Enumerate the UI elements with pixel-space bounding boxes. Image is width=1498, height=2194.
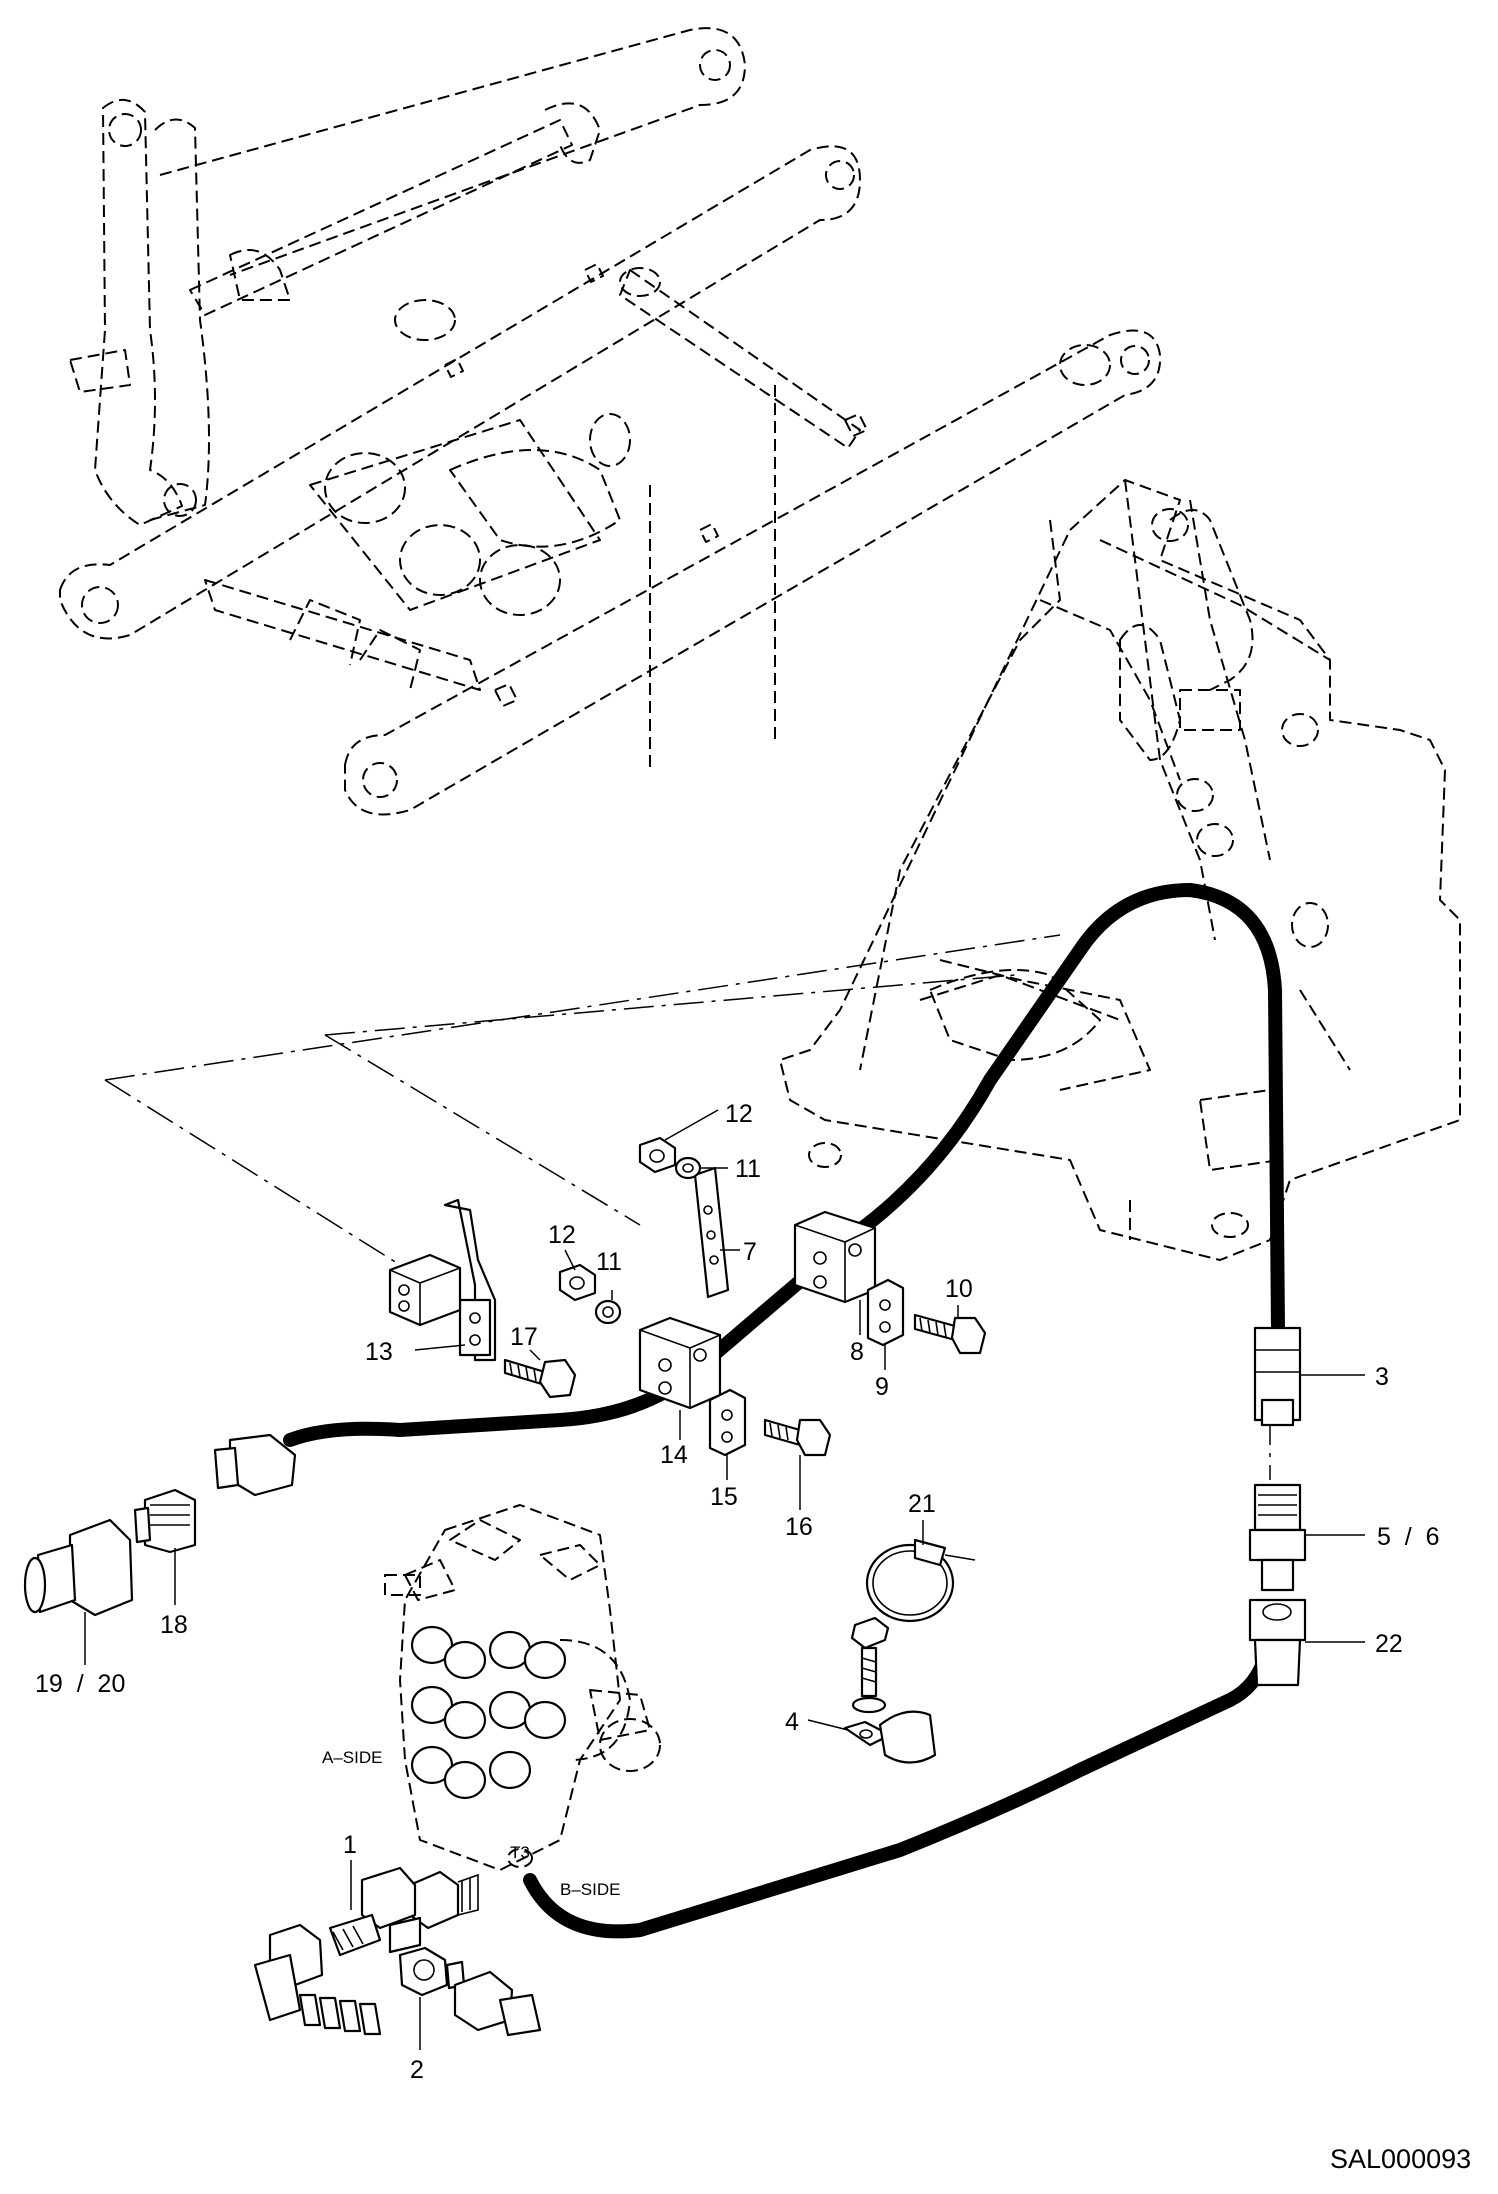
- callout-12-mid: 12: [548, 1221, 576, 1249]
- nut-12-top: [638, 1136, 677, 1174]
- tee-fitting-1: [328, 1866, 422, 1957]
- loader-frame: [779, 479, 1461, 1261]
- plate-7: [693, 1166, 730, 1299]
- callout-11-top: 11: [735, 1155, 761, 1183]
- callout-18: 18: [160, 1611, 188, 1639]
- a-side-label: A–SIDE: [322, 1748, 382, 1767]
- callout-1: 1: [343, 1831, 357, 1859]
- clamp-block-14: [638, 1316, 722, 1410]
- b-side-label: B–SIDE: [560, 1880, 620, 1899]
- control-valve: [384, 1504, 661, 1871]
- callout-2: 2: [410, 2056, 424, 2084]
- hose-fitting-left: [213, 1433, 297, 1497]
- callout-19-20: 19 / 20: [35, 1670, 125, 1698]
- callout-7: 7: [743, 1238, 757, 1266]
- callout-17: 17: [510, 1323, 538, 1351]
- callout-15: 15: [710, 1483, 738, 1511]
- callout-13: 13: [365, 1338, 393, 1366]
- callout-16: 16: [785, 1513, 813, 1541]
- bolt-17: [503, 1358, 577, 1399]
- callout-21: 21: [908, 1490, 936, 1518]
- callout-5-6: 5 / 6: [1377, 1523, 1440, 1551]
- washer-11-top: [674, 1156, 702, 1180]
- hose-lower: [523, 1613, 1277, 1939]
- callout-22: 22: [1375, 1630, 1403, 1658]
- bolt-16: [763, 1418, 832, 1457]
- callout-3: 3: [1375, 1363, 1389, 1391]
- loader-arm-assembly: [59, 27, 1162, 816]
- valve-spool-caps: [410, 1625, 567, 1800]
- adapter-5-6: [1248, 1483, 1307, 1592]
- plate-15: [708, 1388, 747, 1457]
- callout-9: 9: [875, 1373, 889, 1401]
- bolt-10: [913, 1313, 987, 1355]
- plate-9: [866, 1278, 905, 1347]
- nut-12-mid: [558, 1263, 597, 1302]
- clamp-bracket-13: [443, 1198, 497, 1362]
- callout-11-mid: 11: [596, 1248, 622, 1276]
- quick-coupler-19-20: [23, 1518, 134, 1617]
- port-t3-label: T3: [510, 1843, 530, 1862]
- clamp-4: [843, 1616, 937, 1764]
- hose-end-lower: [453, 1970, 542, 2037]
- adapter-18: [133, 1488, 197, 1554]
- callout-14: 14: [660, 1441, 688, 1469]
- callout-8: 8: [850, 1338, 864, 1366]
- callout-leaders: [84, 1109, 1365, 2050]
- clamp-block-8: [793, 1210, 877, 1304]
- washer-11-mid: [594, 1299, 622, 1325]
- callout-12-top: 12: [725, 1100, 753, 1128]
- drawing-code: SAL000093: [1330, 2144, 1471, 2174]
- hose-fitting-22: [1248, 1598, 1307, 1687]
- hose-clamp-21: [865, 1538, 976, 1623]
- callout-4: 4: [785, 1708, 799, 1736]
- fitting-2: [398, 1946, 466, 1997]
- hose-fitting-3: [1253, 1326, 1302, 1427]
- elbow-fitting-left: [253, 1923, 382, 2036]
- hose-upper: [283, 883, 1285, 1447]
- callout-10: 10: [945, 1275, 973, 1303]
- clamp-block-13: [388, 1253, 462, 1327]
- callout-labels: 12 11 12 11 7 10 17 13 8 9 14 15 16 3 5 …: [35, 1100, 1471, 2174]
